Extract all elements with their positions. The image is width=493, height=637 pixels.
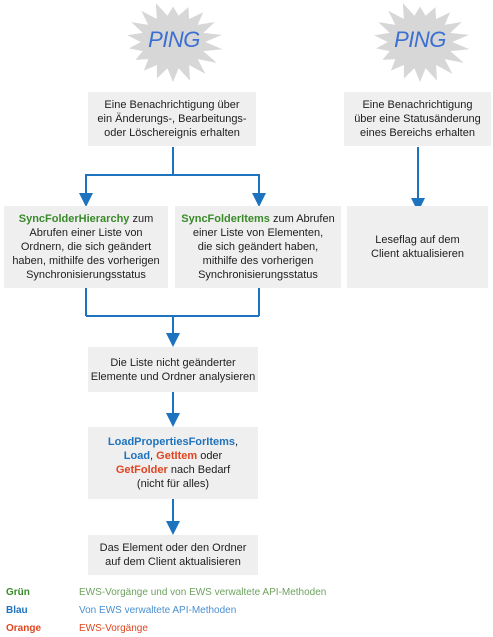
analyze-line-2: Elemente und Ordner analysieren [90, 370, 256, 383]
ping-label-right: PING [394, 27, 446, 52]
load-nach-bedarf: nach Bedarf [167, 464, 231, 476]
sync-hierarchy-line-3: Ordnern, die sich geändert [20, 241, 152, 253]
sync-hierarchy-line-1: SyncFolderHierarchy zum [19, 212, 154, 226]
sync-items-line-1: SyncFolderItems zum Abrufen [181, 212, 334, 226]
notify-status-line-2: über eine Statusänderung [354, 113, 481, 125]
sync-items-line-5: Synchronisierungsstatus [198, 269, 318, 281]
box-sync-folder-items: SyncFolderItems zum Abrufen einer Liste … [175, 206, 341, 288]
load-line-2: Load, GetItem oder [124, 449, 222, 463]
box-load-properties: LoadPropertiesForItems, Load, GetItem od… [88, 427, 258, 499]
sync-hierarchy-line-5: Synchronisierungsstatus [26, 269, 146, 281]
box-update-readflag: Leseflag auf dem Client aktualisieren [347, 206, 488, 288]
box-notify-change: Eine Benachrichtigung über ein Änderungs… [88, 92, 256, 146]
analyze-line-1: Die Liste nicht geänderter [110, 356, 236, 369]
sync-hierarchy-line-4: haben, mithilfe des vorherigen [12, 255, 160, 267]
legend-text-green: EWS-Vorgänge und von EWS verwaltete API-… [79, 587, 327, 598]
method-loadpropertiesforitems: LoadPropertiesForItems [107, 436, 236, 448]
box-sync-folder-hierarchy: SyncFolderHierarchy zum Abrufen einer Li… [4, 206, 168, 288]
ping-label-left: PING [148, 27, 200, 52]
readflag-line-2: Client aktualisieren [371, 248, 464, 260]
method-getfolder: GetFolder [115, 464, 168, 476]
load-line-1: LoadPropertiesForItems, [108, 435, 238, 449]
method-syncfolderhierarchy: SyncFolderHierarchy [18, 213, 130, 225]
sync-hierarchy-first-rest: zum [129, 213, 154, 225]
legend-key-blue: Blau [6, 605, 28, 616]
sync-items-first-rest: zum Abrufen [269, 213, 335, 225]
notify-status-line-3: eines Bereichs erhalten [360, 127, 475, 139]
legend-key-orange: Orange [6, 623, 42, 634]
legend-text-orange: EWS-Vorgänge [79, 623, 148, 634]
notify-status-line-1: Eine Benachrichtigung [362, 99, 473, 111]
load-comma-1: , [235, 436, 239, 448]
ping-burst-right [374, 3, 470, 83]
notify-change-line-1: Eine Benachrichtigung über [104, 99, 240, 111]
readflag-line-1: Leseflag auf dem [375, 234, 460, 246]
box-update-element: Das Element oder den Ordner auf dem Clie… [88, 535, 258, 575]
sync-items-line-3: die sich geändert haben, [197, 241, 319, 253]
sync-hierarchy-line-2: Abrufen einer Liste von [29, 227, 143, 239]
load-line-3: GetFolder nach Bedarf [116, 463, 230, 477]
method-load: Load [123, 450, 151, 462]
box-analyze-list: Die Liste nicht geänderter Elemente und … [88, 347, 258, 392]
update-line-2: auf dem Client aktualisieren [105, 556, 241, 568]
method-getitem: GetItem [156, 450, 198, 462]
legend-text-blue: Von EWS verwaltete API-Methoden [79, 605, 237, 616]
sync-items-line-4: mithilfe des vorherigen [202, 255, 314, 267]
ping-burst-left [127, 3, 223, 83]
legend-key-green: Grün [6, 587, 30, 598]
box-notify-status: Eine Benachrichtigung über eine Statusän… [344, 92, 491, 146]
load-comma-2: , [150, 450, 157, 462]
notify-change-line-3: oder Löschereignis erhalten [104, 127, 240, 139]
method-syncfolderitems: SyncFolderItems [181, 213, 270, 225]
load-oder: oder [197, 450, 223, 462]
update-line-1: Das Element oder den Ordner [99, 542, 247, 554]
notify-change-line-2: ein Änderungs-, Bearbeitungs- [97, 113, 247, 125]
sync-items-line-2: einer Liste von Elementen, [192, 227, 324, 239]
load-line-4: (nicht für alles) [136, 478, 210, 490]
